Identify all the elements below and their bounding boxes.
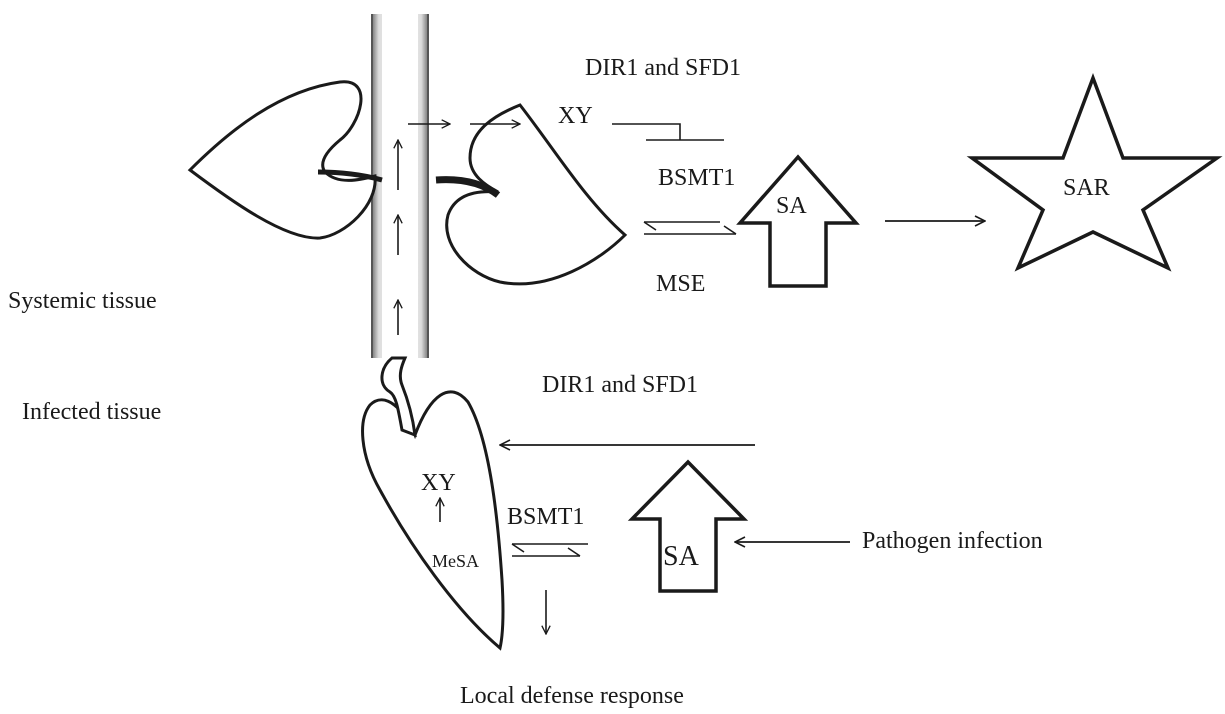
dir1-sfd1-top-label: DIR1 and SFD1 [585,55,741,81]
sar-label: SAR [1063,175,1110,201]
inhibition-line [612,123,724,141]
systemic-leaf-left [187,80,383,240]
sa-top-label: SA [776,193,807,219]
bsmt1-bottom-label: BSMT1 [507,504,584,530]
systemic-leaf-right [435,103,628,286]
mse-label: MSE [656,271,705,297]
xy-top-label: XY [558,103,593,129]
sa-block-arrow-bottom [627,459,749,593]
sar-star [966,73,1223,272]
stem-tube [371,14,429,358]
sa-bottom-label: SA [663,541,700,572]
infected-tissue-label: Infected tissue [22,399,161,425]
mesa-label: MeSA [432,551,479,571]
pathogen-infection-label: Pathogen infection [862,528,1043,554]
dir1-sfd1-bottom-label: DIR1 and SFD1 [542,372,698,398]
reversible-arrows-bottom [511,543,588,557]
sa-block-arrow-top [736,154,860,288]
reversible-arrows-top [643,221,737,235]
systemic-tissue-label: Systemic tissue [8,288,157,314]
bsmt1-top-label: BSMT1 [658,165,735,191]
infected-leaf [361,356,505,651]
xy-bottom-label: XY [421,470,456,496]
petiole-hook [380,356,417,438]
local-defense-response-label: Local defense response [460,683,684,709]
